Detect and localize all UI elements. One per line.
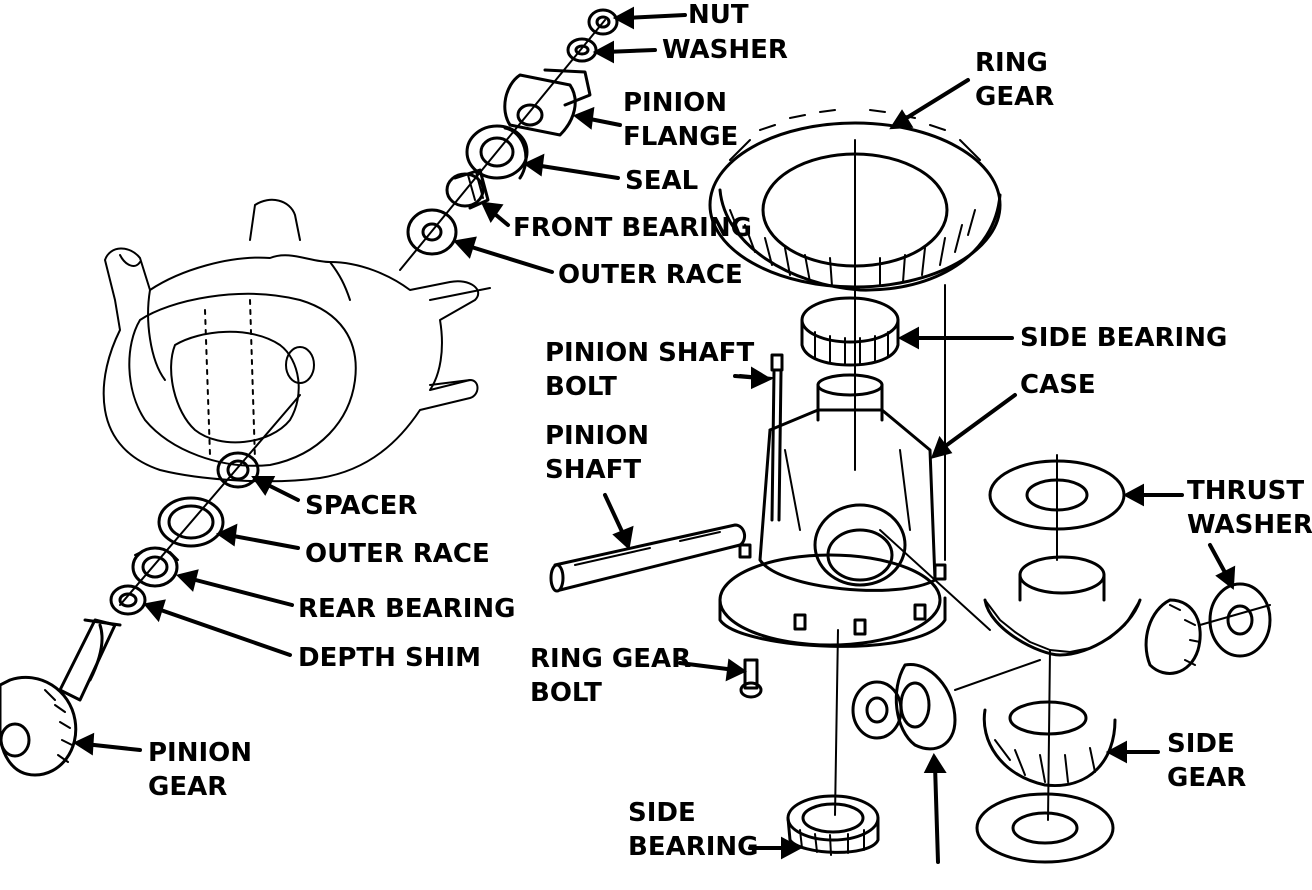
label-pinion-gear-line-1: PINION [148, 738, 253, 768]
arrow-thrust-washer-upper [1122, 483, 1184, 507]
rear-bearing-part [131, 546, 179, 588]
thrust-washer-axis-line [1199, 604, 1271, 626]
spider-gear-part [894, 598, 1202, 751]
arrow-pinion-gear [72, 732, 142, 756]
side-gear-axis-line [1047, 454, 1058, 821]
label-pinion-shaft-bolt-line-2: BOLT [545, 372, 617, 402]
label-nut: NUT [688, 0, 749, 30]
arrow-side-bearing-top [897, 326, 1014, 350]
pinion-axis-line [399, 19, 606, 271]
arrow-case [930, 393, 1017, 459]
arrow-seal [522, 153, 620, 180]
label-depth-shim: DEPTH SHIM [298, 643, 481, 673]
side-bearing-bottom-part [786, 794, 880, 856]
label-ring-gear: RING GEAR [975, 46, 1054, 114]
label-ring-gear-bolt: RING GEAR BOLT [530, 642, 691, 710]
ring-gear-bolt-part [739, 658, 763, 699]
axle-housing-drawing [102, 198, 491, 483]
outer-race-bottom-part [157, 496, 225, 548]
label-case: CASE [1020, 370, 1096, 400]
label-outer-race-top: OUTER RACE [558, 260, 743, 290]
arrow-ring-gear-bolt [678, 658, 748, 682]
front-bearing-part [445, 168, 490, 210]
label-ring-gear-bolt-line-1: RING GEAR [530, 644, 692, 674]
label-pinion-gear: PINION GEAR [148, 736, 252, 804]
label-ring-gear-line-2: GEAR [975, 82, 1055, 112]
arrow-spacer [251, 476, 300, 502]
arrow-thrust-washer-lower [1208, 543, 1236, 590]
differential-case-part [718, 373, 947, 648]
side-gear-part [982, 555, 1142, 788]
arrow-front-bearing [480, 201, 510, 227]
label-side-bearing-top: SIDE BEARING [1020, 323, 1228, 353]
label-side-bearing-bottom-line-2: BEARING [628, 832, 759, 862]
side-bearing-top-part [800, 296, 900, 367]
label-side-gear-line-1: SIDE [1167, 729, 1235, 759]
pinion-shaft-axis-line [879, 529, 991, 631]
pinion-axis-line-lower [119, 394, 301, 606]
label-ring-gear-bolt-line-2: BOLT [530, 678, 602, 708]
label-seal: SEAL [625, 166, 699, 196]
arrow-outer-race-top [453, 236, 554, 274]
seal-part [465, 124, 529, 180]
arrow-pinion-flange [572, 106, 622, 130]
label-pinion-flange-line-1: PINION [623, 88, 728, 118]
depth-shim-part [109, 584, 147, 616]
label-pinion-shaft-line-2: SHAFT [545, 455, 642, 485]
arrow-depth-shim [143, 599, 292, 657]
spacer-part [216, 451, 260, 489]
label-side-gear-line-2: GEAR [1167, 763, 1247, 793]
arrow-side-bearing-bottom [748, 836, 803, 860]
arrow-side-gear [1105, 740, 1160, 764]
label-thrust-washer: THRUST WASHER [1187, 474, 1312, 542]
arrow-ring-gear [889, 78, 970, 130]
arrow-pinion-shaft-bolt [733, 366, 773, 390]
pinion-gear-part [0, 618, 122, 777]
arrow-spider-gear [923, 752, 947, 864]
label-pinion-shaft-bolt-line-1: PINION SHAFT [545, 338, 755, 368]
outer-race-top-part [406, 208, 458, 256]
label-thrust-washer-line-1: THRUST [1187, 476, 1305, 506]
arrow-outer-race-bottom [215, 523, 300, 550]
label-thrust-washer-line-2: WASHER [1187, 510, 1312, 540]
label-spacer: SPACER [305, 491, 418, 521]
label-side-bearing-bottom: SIDE BEARING [628, 796, 759, 864]
label-rear-bearing: REAR BEARING [298, 594, 516, 624]
nut-part [587, 8, 619, 36]
label-ring-gear-line-1: RING [975, 48, 1048, 78]
label-front-bearing: FRONT BEARING [513, 213, 752, 243]
arrow-washer [592, 40, 657, 64]
pinion-shaft-part [549, 523, 747, 593]
pinion-flange-part [503, 68, 592, 137]
label-side-gear: SIDE GEAR [1167, 727, 1246, 795]
label-pinion-shaft-line-1: PINION [545, 421, 650, 451]
label-washer: WASHER [662, 35, 788, 65]
label-pinion-flange: PINION FLANGE [623, 86, 738, 154]
label-pinion-gear-line-2: GEAR [148, 772, 228, 802]
arrow-rear-bearing [176, 569, 294, 607]
label-side-bearing-bottom-line-1: SIDE [628, 798, 696, 828]
label-pinion-flange-line-2: FLANGE [623, 122, 739, 152]
case-axis-line [834, 139, 856, 816]
arrow-pinion-shaft [603, 493, 634, 550]
label-pinion-shaft-bolt: PINION SHAFT BOLT [545, 336, 754, 404]
label-outer-race-bottom: OUTER RACE [305, 539, 490, 569]
arrow-nut [612, 6, 687, 30]
label-pinion-shaft: PINION SHAFT [545, 419, 649, 487]
washer-part [566, 37, 598, 63]
